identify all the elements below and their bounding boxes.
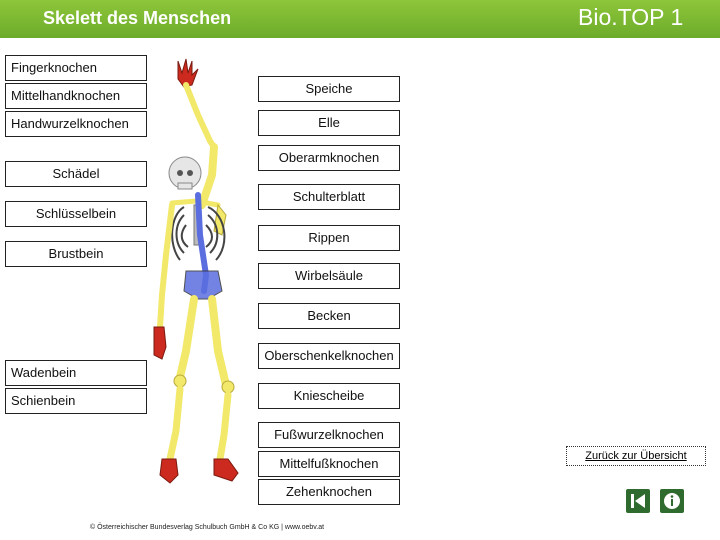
right-foot xyxy=(213,458,239,482)
back-to-overview-link[interactable]: Zurück zur Übersicht xyxy=(566,446,706,466)
left-foot xyxy=(159,458,179,484)
pelvis xyxy=(183,270,223,300)
label-wirbelsaeule[interactable]: Wirbelsäule xyxy=(258,263,400,289)
label-mittelhandknochen[interactable]: Mittelhandknochen xyxy=(5,83,147,109)
left-thigh-bone xyxy=(176,295,198,381)
label-rippen[interactable]: Rippen xyxy=(258,225,400,251)
upper-arm-bone xyxy=(198,143,218,209)
label-speiche[interactable]: Speiche xyxy=(258,76,400,102)
label-fingerknochen[interactable]: Fingerknochen xyxy=(5,55,147,81)
collarbone xyxy=(169,198,221,208)
label-elle[interactable]: Elle xyxy=(258,110,400,136)
label-schluesselbein[interactable]: Schlüsselbein xyxy=(5,201,147,227)
right-shin-bones xyxy=(216,391,232,463)
left-kneecap xyxy=(173,374,187,388)
label-brustbein[interactable]: Brustbein xyxy=(5,241,147,267)
label-schulterblatt[interactable]: Schulterblatt xyxy=(258,184,400,210)
forearm-bones xyxy=(183,82,217,150)
left-shin-bones xyxy=(166,385,184,463)
skull xyxy=(168,156,202,190)
copyright-footer: © Österreichischer Bundesverlag Schulbuc… xyxy=(90,524,325,531)
label-schienbein[interactable]: Schienbein xyxy=(5,388,147,414)
info-icon[interactable] xyxy=(660,489,684,513)
label-handwurzelknochen[interactable]: Handwurzelknochen xyxy=(5,111,147,137)
label-oberarmknochen[interactable]: Oberarmknochen xyxy=(258,145,400,171)
raised-hand xyxy=(177,58,199,88)
brand-logo-text: Bio.TOP 1 xyxy=(578,4,684,30)
skeleton-illustration xyxy=(153,58,239,484)
left-arm-bones xyxy=(157,202,175,330)
label-fusswurzelknochen[interactable]: Fußwurzelknochen xyxy=(258,422,400,448)
label-mittelfussknochen[interactable]: Mittelfußknochen xyxy=(258,451,400,477)
label-kniescheibe[interactable]: Kniescheibe xyxy=(258,383,400,409)
right-kneecap xyxy=(221,380,235,394)
skip-to-start-icon[interactable] xyxy=(626,489,650,513)
label-zehenknochen[interactable]: Zehenknochen xyxy=(258,479,400,505)
page-title: Skelett des Menschen xyxy=(43,8,232,28)
label-oberschenkelknochen[interactable]: Oberschenkelknochen xyxy=(258,343,400,369)
left-hand xyxy=(153,326,167,360)
label-wadenbein[interactable]: Wadenbein xyxy=(5,360,147,386)
label-schaedel[interactable]: Schädel xyxy=(5,161,147,187)
ribcage xyxy=(171,206,226,261)
right-thigh-bone xyxy=(208,295,230,389)
label-becken[interactable]: Becken xyxy=(258,303,400,329)
header-bar: Skelett des Menschen Bio.TOP 1 xyxy=(0,0,720,38)
